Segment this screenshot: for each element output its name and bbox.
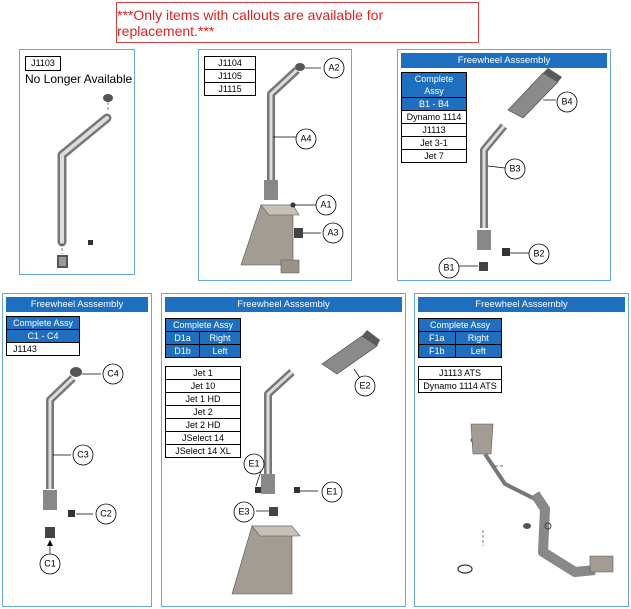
callout-a4: A4 (300, 133, 311, 143)
part-number-cell: J1115 (204, 82, 256, 96)
panel-b: Freewheel Asssembly Complete Assy B1 - B… (397, 49, 611, 281)
callout-a3: A3 (327, 227, 338, 237)
callout-c1: C1 (44, 558, 56, 568)
panel-header: Freewheel Asssembly (165, 297, 402, 312)
model-cell: Jet 7 (401, 149, 467, 163)
handle-drawing (57, 94, 113, 268)
callout-e1-left: E1 (248, 458, 259, 468)
callout-c3: C3 (77, 449, 89, 459)
callout-c4: C4 (107, 368, 119, 378)
model-cell: J1143 (6, 342, 80, 356)
linkage-drawing (457, 423, 614, 577)
table-title: Complete Assy (418, 318, 502, 332)
replacement-notice: ***Only items with callouts are availabl… (116, 2, 479, 43)
handle-drawing: C4 C3 C2 C1 (39, 363, 124, 575)
callout-b3: B3 (509, 163, 520, 173)
panel-a: J1104 J1105 J1115 A2 A4 A1 A3 (198, 49, 352, 281)
handle-drawing: B4 B3 B2 B1 (438, 68, 578, 279)
table-title: Complete Assy (165, 318, 241, 332)
side-label: Right (198, 331, 242, 345)
handle-drawing: E2 E1 E1 E3 (231, 330, 380, 595)
callout-b1: B1 (443, 262, 454, 272)
callout-a2: A2 (328, 62, 339, 72)
handle-drawing: A2 A4 A1 A3 (240, 57, 345, 274)
part-code: F1b (418, 344, 456, 358)
callout-b2: B2 (533, 248, 544, 258)
callout-b4: B4 (561, 96, 572, 106)
model-cell: JSelect 14 XL (165, 444, 241, 458)
part-number-box: J1103 (25, 56, 61, 71)
callout-e3: E3 (238, 506, 249, 516)
availability-status: No Longer Available (25, 72, 133, 86)
panel-c: Freewheel Asssembly Complete Assy C1 - C… (2, 293, 152, 607)
panel-header: Freewheel Asssembly (6, 297, 148, 312)
model-cell: JSelect 14 (165, 431, 241, 445)
panel-header: Freewheel Asssembly (401, 53, 607, 68)
side-label: Right (454, 331, 503, 345)
side-label: Left (454, 344, 503, 358)
panel-j1103: J1103 No Longer Available (19, 49, 135, 275)
panel-header: Freewheel Asssembly (418, 297, 625, 312)
table-title: Complete Assy (401, 72, 467, 98)
model-cell: Dynamo 1114 ATS (418, 379, 502, 393)
callout-c2: C2 (100, 508, 112, 518)
side-label: Left (198, 344, 242, 358)
part-code: D1b (165, 344, 200, 358)
part-code: D1a (165, 331, 200, 345)
callout-e2: E2 (359, 380, 370, 390)
callout-a1: A1 (320, 199, 331, 209)
callout-e1-right: E1 (326, 486, 337, 496)
